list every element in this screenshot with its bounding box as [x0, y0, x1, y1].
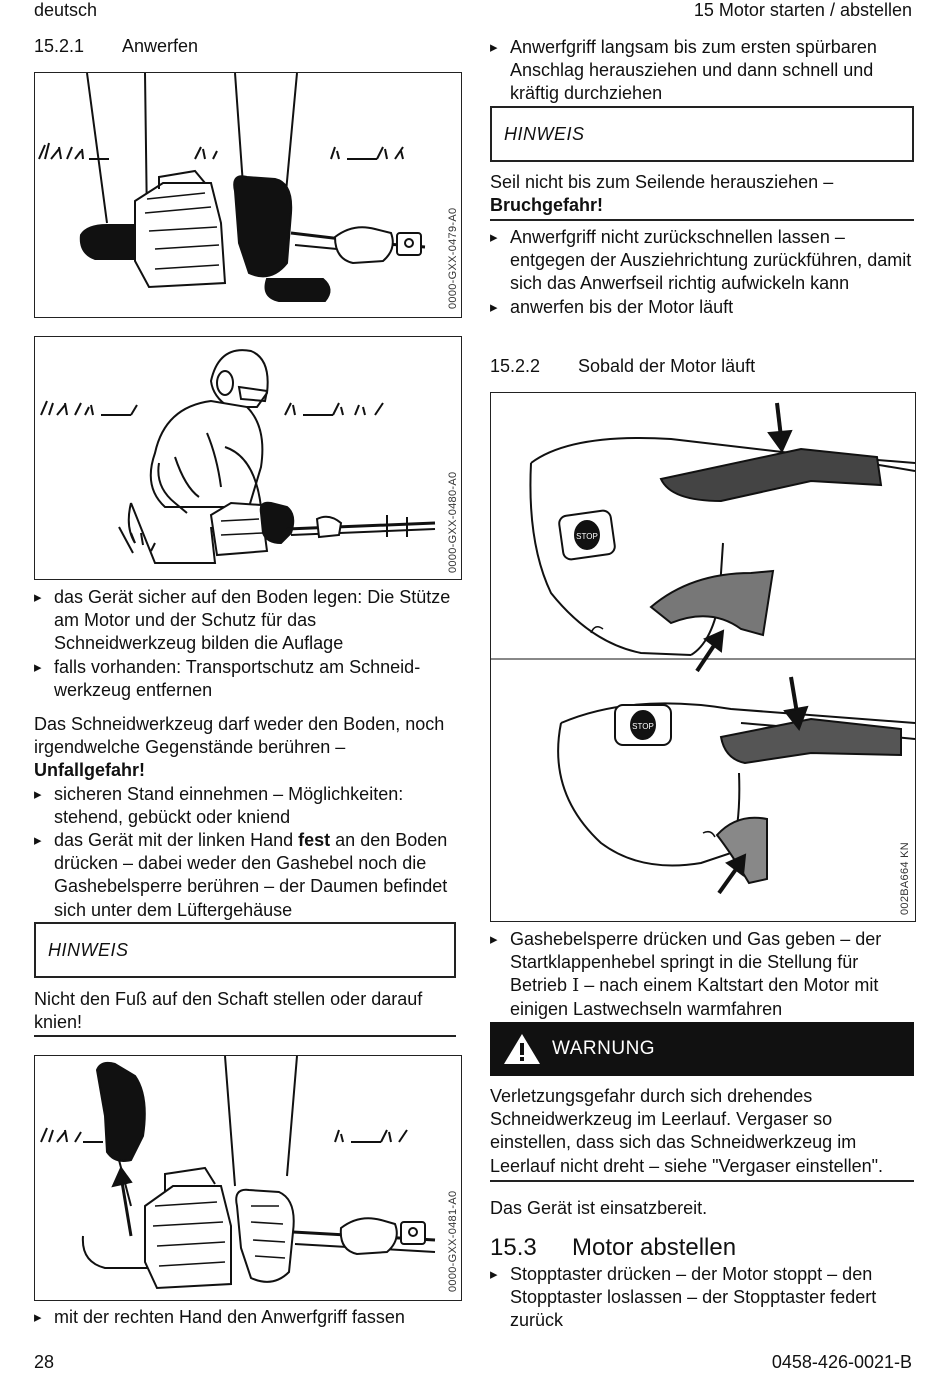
- warning-divider: [490, 1180, 914, 1182]
- figure-code: 0000-GXX-0480-A0: [447, 471, 459, 573]
- bullet-list-grip: mit der rechten Hand den Anwerfgriff fas…: [34, 1306, 458, 1329]
- notice-label: HINWEIS: [504, 123, 585, 144]
- page-number: 28: [34, 1352, 55, 1372]
- figure-start-standing-illustration: [38, 73, 426, 302]
- notice-text-left: Nicht den Fuß auf den Schaft stellen ode…: [34, 988, 458, 1034]
- section-title: Sobald der Motor läuft: [578, 356, 756, 376]
- notice-divider: [34, 1035, 456, 1037]
- right-throttle-instruction: Gashebelsperre drücken und Gas geben – d…: [490, 928, 914, 1021]
- list-item: Stopptaster drücken – der Motor stoppt –…: [490, 1263, 914, 1333]
- list-item: das Gerät sicher auf den Boden legen: Di…: [34, 586, 458, 656]
- list-item: falls vorhanden: Transportschutz am Schn…: [34, 656, 458, 702]
- list-item: Anwerfgriff langsam bis zum ersten spürb…: [490, 36, 914, 106]
- figure-start-kneeling: 0000-GXX-0480-A0: [34, 336, 462, 580]
- list-item: Anwerfgriff nicht zurückschnellen lassen…: [490, 226, 914, 296]
- hazard-text: Bruchgefahr!: [490, 195, 604, 216]
- section-title: Anwerfen: [122, 36, 199, 56]
- list-item: sicheren Stand einnehmen – Möglichkeiten…: [34, 783, 458, 829]
- list-item-text: Gashebelsperre drücken und Gas geben – d…: [510, 929, 882, 996]
- right-stop-instruction: Stopptaster drücken – der Motor stoppt –…: [490, 1263, 914, 1333]
- bullet-list-throttle: Gashebelsperre drücken und Gas geben – d…: [490, 928, 914, 1021]
- section-heading-motor-running: 15.2.2 Sobald der Motor läuft: [490, 356, 755, 377]
- figure-throttle-handle: STOP STOP 002BA664 KN: [490, 392, 916, 922]
- section-heading-motor-stop: 15.3 Motor abstellen: [490, 1234, 736, 1262]
- section-number: 15.2.1: [34, 36, 85, 56]
- figure-code: 0000-GXX-0481-A0: [447, 1190, 459, 1292]
- notice-box-left: HINWEIS: [34, 922, 456, 978]
- list-item: mit der rechten Hand den Anwerfgriff fas…: [34, 1306, 458, 1329]
- figure-grip-starter: 0000-GXX-0481-A0: [34, 1055, 462, 1301]
- stop-label-top: STOP: [576, 532, 598, 541]
- figure-throttle-handle-illustration: STOP STOP: [491, 402, 915, 895]
- operation-symbol: I: [572, 975, 580, 997]
- right-rewind-instructions: Anwerfgriff nicht zurückschnellen lassen…: [490, 226, 914, 319]
- warning-triangle-icon: [504, 1034, 540, 1064]
- list-item-text: an den Boden drücken – dabei weder den G…: [54, 830, 448, 920]
- ready-text: Das Gerät ist einsatzbereit.: [490, 1198, 708, 1218]
- header-language: deutsch: [34, 0, 98, 20]
- notice-body: Seil nicht bis zum Seilende herausziehen…: [490, 172, 834, 192]
- figure-code: 0000-GXX-0479-A0: [447, 207, 459, 309]
- list-item-text: das Gerät mit der linken Hand: [54, 830, 294, 851]
- paragraph-text: Das Schneidwerkzeug darf weder den Boden…: [34, 714, 445, 758]
- notice-divider: [490, 219, 914, 221]
- bullet-list-pull: Anwerfgriff langsam bis zum ersten spürb…: [490, 36, 914, 106]
- warning-text-block: Verletzungsgefahr durch sich drehendes S…: [490, 1085, 914, 1178]
- bullet-list-stance: sicheren Stand einnehmen – Möglichkeiten…: [34, 783, 458, 922]
- notice-text: Seil nicht bis zum Seilende herausziehen…: [490, 171, 914, 217]
- bullet-list-rewind: Anwerfgriff nicht zurückschnellen lassen…: [490, 226, 914, 319]
- header-chapter: 15 Motor starten / abstellen: [693, 0, 912, 20]
- notice-box-right: HINWEIS: [490, 106, 914, 162]
- list-item-text: – nach einem Kaltstart den Motor mit ein…: [510, 975, 879, 1019]
- left-final-instruction: mit der rechten Hand den Anwerfgriff fas…: [34, 1306, 458, 1329]
- figure-code: 002BA664 KN: [899, 841, 911, 915]
- section-number: 15.2.2: [490, 356, 541, 376]
- stop-label-bottom: STOP: [632, 722, 654, 731]
- section-title: Motor abstellen: [572, 1234, 737, 1261]
- section-number: 15.3: [490, 1234, 537, 1261]
- warning-label: WARNUNG: [552, 1038, 656, 1059]
- list-item: anwerfen bis der Motor läuft: [490, 296, 914, 319]
- document-number: 0458-426-0021-B: [771, 1352, 912, 1372]
- right-pull-instruction: Anwerfgriff langsam bis zum ersten spürb…: [490, 36, 914, 106]
- list-item: Gashebelsperre drücken und Gas geben – d…: [490, 928, 914, 1021]
- emphasis-text: fest: [298, 830, 331, 851]
- list-item: das Gerät mit der linken Hand fest an de…: [34, 829, 458, 922]
- ready-text-block: Das Gerät ist einsatzbereit.: [490, 1197, 914, 1220]
- warning-text: Verletzungsgefahr durch sich drehendes S…: [490, 1086, 884, 1176]
- figure-start-kneeling-illustration: [40, 349, 436, 564]
- figure-start-standing: 0000-GXX-0479-A0: [34, 72, 462, 318]
- notice-label: HINWEIS: [48, 939, 129, 960]
- bullet-list-stop: Stopptaster drücken – der Motor stoppt –…: [490, 1263, 914, 1333]
- section-heading-anwerfen: 15.2.1 Anwerfen: [34, 36, 198, 57]
- left-text-block: das Gerät sicher auf den Boden legen: Di…: [34, 586, 458, 922]
- notice-text-right: Seil nicht bis zum Seilende herausziehen…: [490, 171, 914, 217]
- hazard-text: Unfallgefahr!: [34, 760, 146, 781]
- warning-banner: WARNUNG: [490, 1022, 914, 1076]
- notice-text: Nicht den Fuß auf den Schaft stellen ode…: [34, 989, 423, 1033]
- figure-grip-starter-illustration: [40, 1056, 436, 1290]
- bullet-list-placing: das Gerät sicher auf den Boden legen: Di…: [34, 586, 458, 702]
- paragraph-cutting-tool-warning: Das Schneidwerkzeug darf weder den Boden…: [34, 713, 458, 783]
